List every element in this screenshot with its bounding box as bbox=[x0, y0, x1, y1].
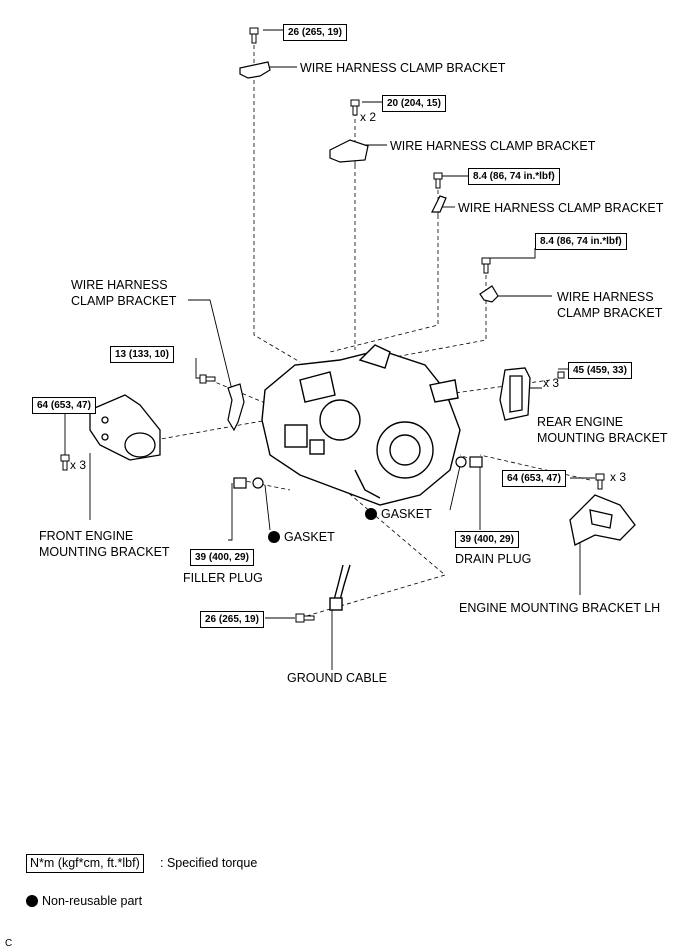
quantity-label: x 3 bbox=[543, 376, 560, 390]
quantity-label: x 3 bbox=[70, 458, 87, 472]
label-rear-engine-mounting-bracket: REAR ENGINE MOUNTING BRACKET bbox=[537, 414, 668, 446]
label-line: MOUNTING BRACKET bbox=[537, 431, 668, 445]
label-drain-plug: DRAIN PLUG bbox=[455, 552, 532, 566]
label-text: GASKET bbox=[284, 530, 335, 544]
torque-spec-box: 45 (459, 33) bbox=[568, 362, 632, 379]
bolt-icon bbox=[595, 473, 605, 490]
label-gasket: GASKET bbox=[268, 529, 335, 545]
label-wire-harness-clamp-bracket: WIRE HARNESS CLAMP BRACKET bbox=[390, 139, 596, 153]
front-mounting-bracket-icon bbox=[89, 394, 161, 461]
label-line: WIRE HARNESS bbox=[557, 290, 654, 304]
clamp-bracket-icon bbox=[239, 61, 271, 79]
label-filler-plug: FILLER PLUG bbox=[183, 571, 263, 585]
nonreusable-dot-icon bbox=[268, 531, 280, 543]
legend-torque-description: : Specified torque bbox=[160, 856, 258, 870]
gasket-icon bbox=[252, 477, 264, 489]
label-line: FRONT ENGINE bbox=[39, 529, 134, 543]
bolt-icon bbox=[557, 371, 565, 379]
label-line: WIRE HARNESS bbox=[71, 278, 168, 292]
clamp-bracket-icon bbox=[431, 195, 447, 213]
quantity-label: x 2 bbox=[360, 110, 377, 124]
torque-spec-box: 39 (400, 29) bbox=[455, 531, 519, 548]
nonreusable-dot-icon bbox=[365, 508, 377, 520]
torque-spec-box: 13 (133, 10) bbox=[110, 346, 174, 363]
bolt-icon bbox=[295, 613, 315, 623]
torque-spec-box: 64 (653, 47) bbox=[32, 397, 96, 414]
quantity-label: x 3 bbox=[610, 470, 627, 484]
torque-spec-box: 64 (653, 47) bbox=[502, 470, 566, 487]
nonreusable-dot-icon bbox=[26, 895, 38, 907]
corner-mark: C bbox=[5, 938, 13, 949]
label-line: MOUNTING BRACKET bbox=[39, 545, 170, 559]
label-wire-harness-clamp-bracket: WIRE HARNESS CLAMP BRACKET bbox=[458, 201, 664, 215]
label-front-engine-mounting-bracket: FRONT ENGINE MOUNTING BRACKET bbox=[39, 528, 170, 560]
bolt-icon bbox=[60, 454, 70, 471]
torque-spec-box: 39 (400, 29) bbox=[190, 549, 254, 566]
clamp-bracket-icon bbox=[329, 139, 369, 163]
legend-torque-key: N*m (kgf*cm, ft.*lbf) bbox=[26, 854, 144, 873]
torque-spec-box: 26 (265, 19) bbox=[200, 611, 264, 628]
lh-mounting-bracket-icon bbox=[569, 494, 636, 546]
bolt-icon bbox=[199, 374, 216, 384]
clamp-bracket-icon bbox=[479, 285, 499, 303]
label-text: GASKET bbox=[381, 507, 432, 521]
transaxle-assembly-icon bbox=[261, 344, 461, 506]
torque-spec-box: 20 (204, 15) bbox=[382, 95, 446, 112]
bolt-icon bbox=[249, 27, 259, 44]
label-line: CLAMP BRACKET bbox=[557, 306, 663, 320]
legend-nonreusable: Non-reusable part bbox=[26, 893, 142, 909]
legend-text: Non-reusable part bbox=[42, 894, 143, 908]
label-wire-harness-clamp-bracket: WIRE HARNESS CLAMP BRACKET bbox=[557, 289, 662, 321]
label-line: CLAMP BRACKET bbox=[71, 294, 177, 308]
bolt-icon bbox=[350, 99, 360, 116]
filler-plug-icon bbox=[233, 477, 247, 489]
clamp-bracket-icon bbox=[227, 383, 245, 432]
drain-plug-icon bbox=[469, 456, 483, 468]
label-ground-cable: GROUND CABLE bbox=[287, 671, 388, 685]
label-line: REAR ENGINE bbox=[537, 415, 624, 429]
bolt-icon bbox=[481, 257, 491, 274]
torque-spec-box: 26 (265, 19) bbox=[283, 24, 347, 41]
torque-spec-box: 8.4 (86, 74 in.*lbf) bbox=[535, 233, 627, 250]
label-engine-mounting-bracket-lh: ENGINE MOUNTING BRACKET LH bbox=[459, 601, 661, 615]
ground-cable-icon bbox=[329, 564, 351, 611]
label-wire-harness-clamp-bracket: WIRE HARNESS CLAMP BRACKET bbox=[300, 61, 506, 75]
torque-spec-box: 8.4 (86, 74 in.*lbf) bbox=[468, 168, 560, 185]
label-wire-harness-clamp-bracket: WIRE HARNESS CLAMP BRACKET bbox=[71, 277, 176, 309]
gasket-icon bbox=[455, 456, 467, 468]
rear-mounting-bracket-icon bbox=[499, 367, 531, 421]
label-gasket: GASKET bbox=[365, 506, 432, 522]
bolt-icon bbox=[433, 172, 443, 189]
